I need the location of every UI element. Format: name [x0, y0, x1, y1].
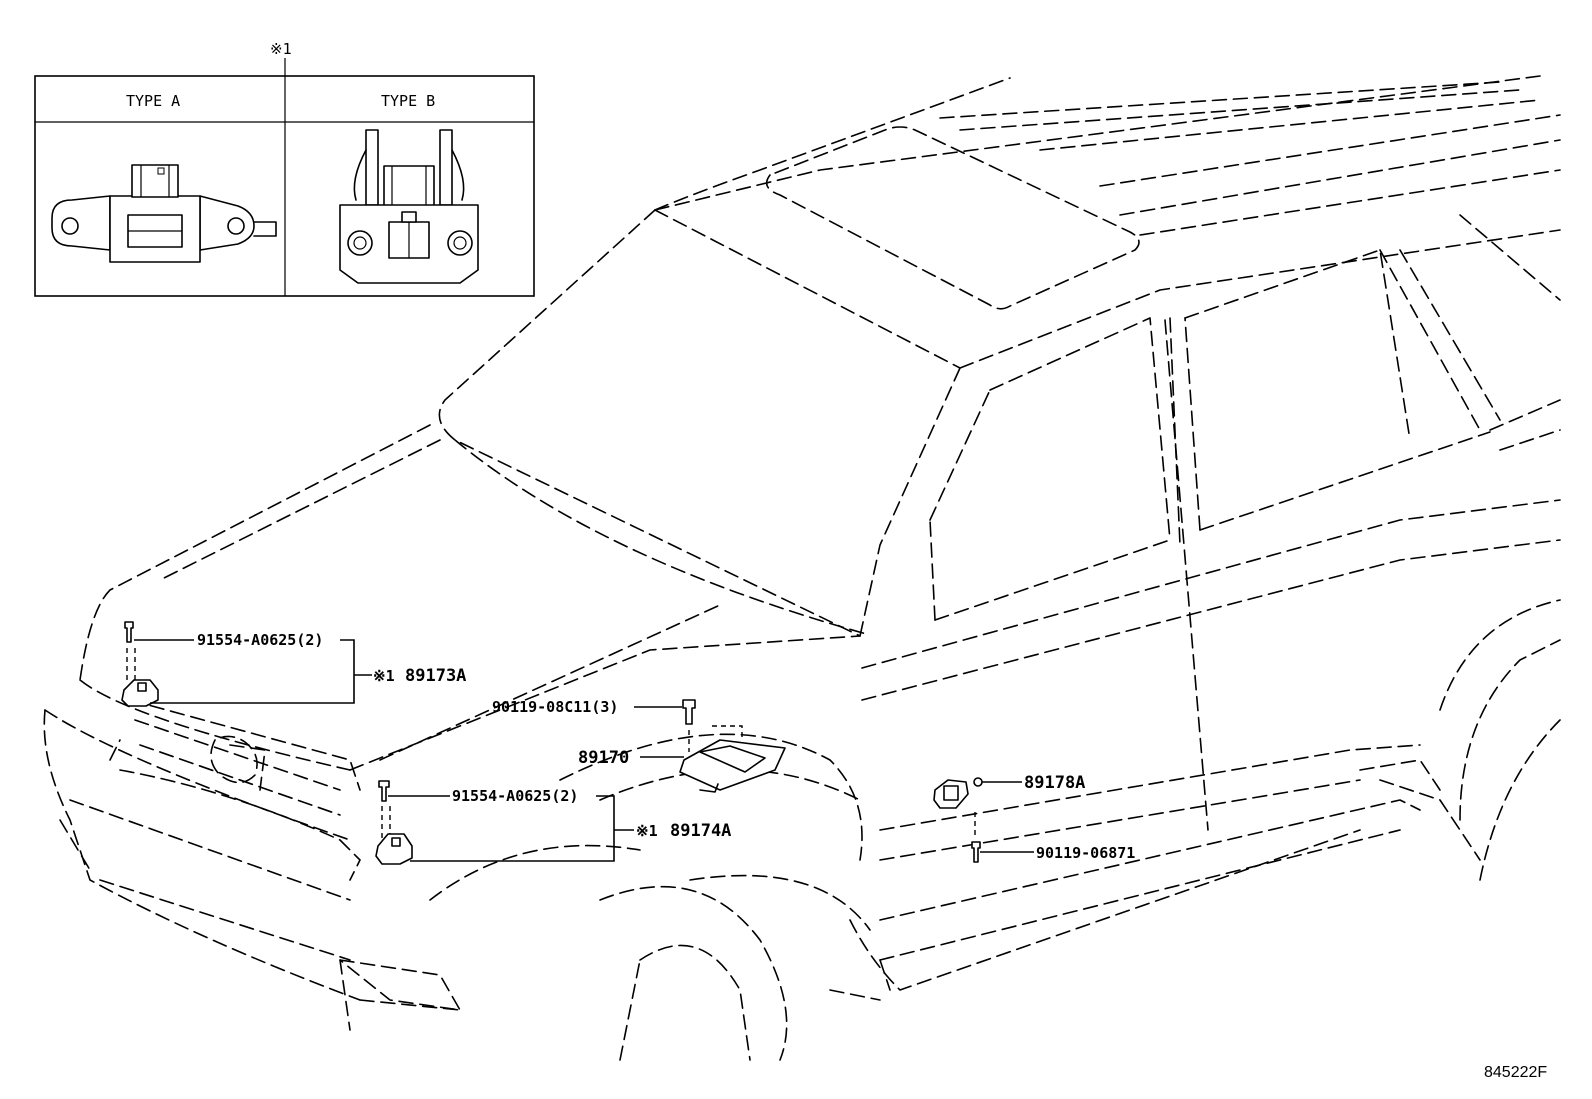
bolt-icon — [378, 780, 390, 802]
sensor-front-left-label: 89173A — [405, 666, 466, 686]
bolt-icon — [124, 621, 134, 643]
inset-reference-mark: ※1 — [270, 40, 292, 58]
figure-id: 845222F — [1484, 1064, 1547, 1081]
sensor-front-right-mark: ※1 — [636, 822, 658, 840]
side-sensor-assembly — [933, 777, 983, 863]
callout-side: 89178A 90119-06871 — [980, 773, 1135, 862]
inset-header-type-a: TYPE A — [126, 92, 180, 110]
callout-front-left: 91554-A0625(2) ※1 89173A — [134, 631, 466, 704]
ecu-label: 89170 — [578, 748, 629, 768]
bolt-front-left-label: 91554-A0625(2) — [197, 631, 323, 649]
bolt-front-right-label: 91554-A0625(2) — [452, 787, 578, 805]
front-right-sensor-assembly — [375, 780, 413, 865]
airbag-ecu-assembly — [679, 699, 786, 793]
bolt-side-label: 90119-06871 — [1036, 844, 1135, 862]
bolt-icon — [682, 699, 696, 725]
sensor-icon — [375, 833, 413, 865]
sensor-type-inset: ※1 TYPE A TYPE B — [34, 40, 535, 297]
type-a-sensor-icon — [51, 164, 277, 263]
sensor-icon — [121, 679, 159, 707]
type-b-sensor-icon — [339, 129, 479, 284]
sensor-front-right-label: 89174A — [670, 821, 731, 841]
vehicle-outline — [43, 75, 1561, 1061]
front-left-sensor-assembly — [121, 621, 159, 707]
sensor-front-left-mark: ※1 — [373, 667, 395, 685]
bolt-ecu-label: 90119-08C11(3) — [492, 698, 618, 716]
inset-header-type-b: TYPE B — [381, 92, 435, 110]
callout-front-right: 91554-A0625(2) ※1 89174A — [388, 787, 731, 862]
bolt-icon — [971, 841, 981, 863]
sensor-side-label: 89178A — [1024, 773, 1085, 793]
callout-ecu: 90119-08C11(3) 89170 — [492, 698, 684, 768]
